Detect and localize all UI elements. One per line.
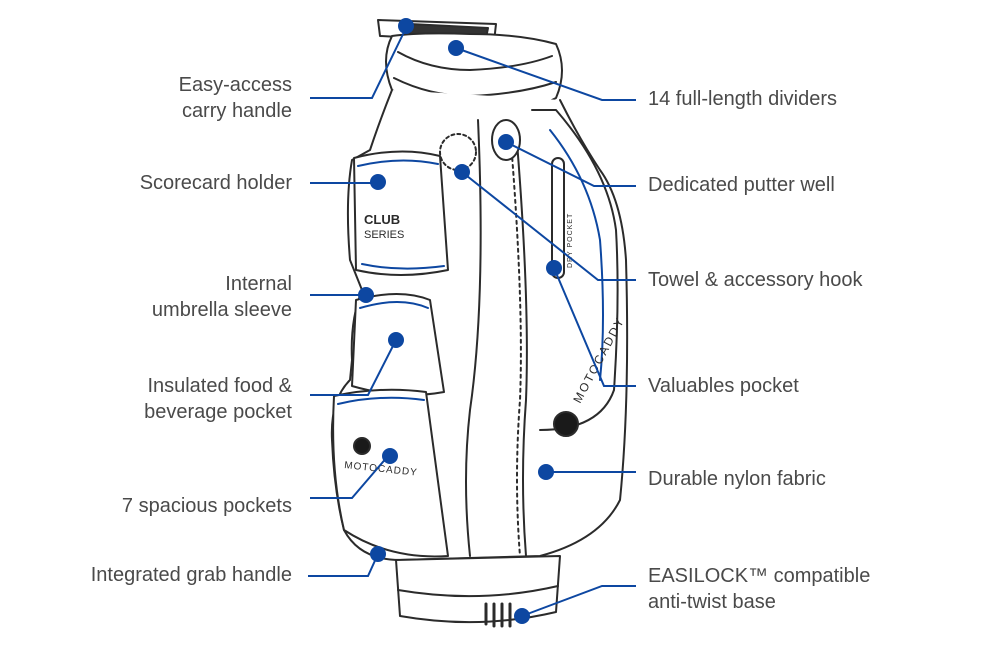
label-grab-handle: Integrated grab handle [90, 564, 292, 586]
leader-carry-handle [310, 27, 407, 99]
label-food-pocket: Insulated food &beverage pocket [144, 375, 292, 423]
label-dividers: 14 full-length dividers [648, 88, 837, 110]
dot-pockets [382, 448, 398, 464]
dot-umbrella [358, 287, 374, 303]
dot-fabric [538, 464, 554, 480]
leader-food [310, 339, 397, 396]
dot-putter [498, 134, 514, 150]
leader-dividers [455, 47, 636, 101]
label-spacious-pockets: 7 spacious pockets [121, 495, 292, 517]
lower-front-pocket [332, 388, 449, 558]
dot-towel [454, 164, 470, 180]
label-nylon-fabric: Durable nylon fabric [648, 468, 826, 490]
dot-dividers [448, 40, 464, 56]
dot-food [388, 332, 404, 348]
bag-base [395, 555, 561, 624]
callout-dots [358, 18, 562, 624]
label-scorecard-holder: Scorecard holder [139, 172, 292, 194]
leader-lines [308, 27, 636, 617]
leader-pockets [310, 455, 389, 499]
club-series-text-2: SERIES [364, 229, 404, 241]
dot-carry-handle [398, 18, 414, 34]
dot-base [514, 608, 530, 624]
leader-putter [505, 141, 636, 187]
dry-pocket-text: DRY POCKET [567, 213, 574, 268]
label-putter-well: Dedicated putter well [648, 174, 835, 196]
dot-valuables [546, 260, 562, 276]
leader-towel [461, 171, 636, 281]
leader-grab-handle [308, 553, 379, 577]
golf-bag-illustration [330, 19, 629, 628]
dot-scorecard [370, 174, 386, 190]
leader-valuables [553, 267, 636, 387]
dot-grab-handle [370, 546, 386, 562]
label-towel-hook: Towel & accessory hook [648, 269, 863, 291]
club-series-text-1: CLUB [364, 212, 400, 227]
label-valuables-pocket: Valuables pocket [648, 375, 799, 397]
leader-base [521, 585, 636, 617]
